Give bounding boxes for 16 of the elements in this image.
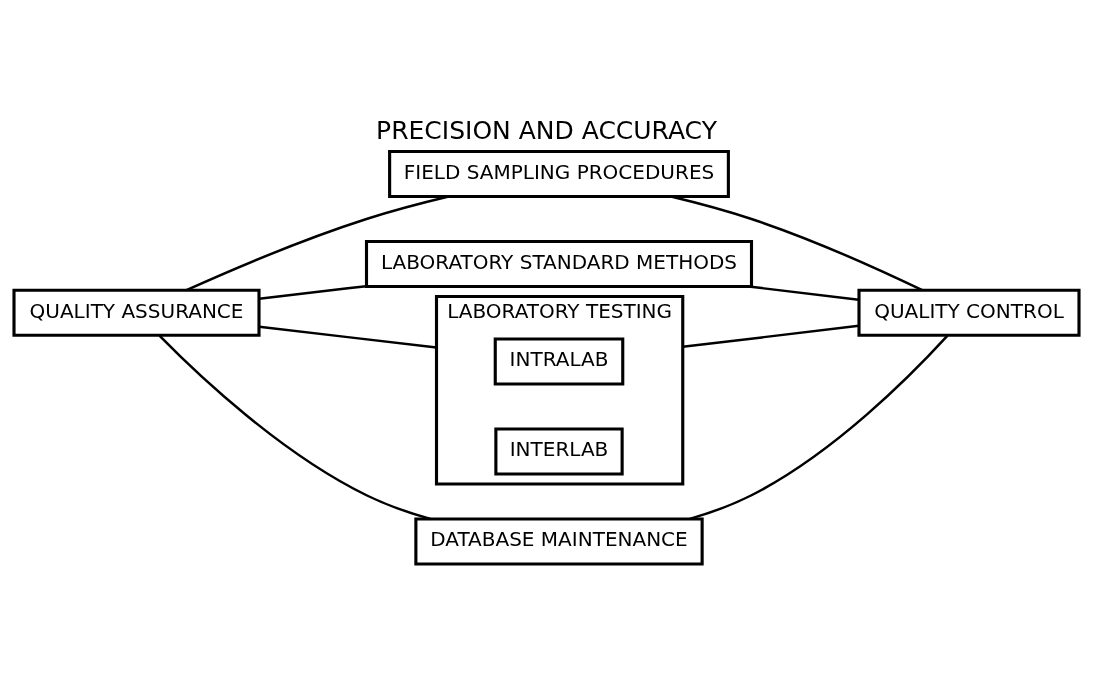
node-box: LABORATORY STANDARD METHODS	[364, 239, 754, 288]
node-box: DATABASE MAINTENANCE	[414, 516, 704, 566]
connector	[748, 284, 859, 301]
connector	[158, 334, 431, 520]
node-box: QUALITY CONTROL	[857, 288, 1081, 337]
connector	[259, 284, 367, 300]
connector	[682, 324, 859, 348]
node-box: FIELD SAMPLING PROCEDURES	[388, 149, 730, 198]
connector	[259, 325, 437, 349]
node-box: QUALITY ASSURANCE	[12, 288, 261, 337]
node-box: INTERLAB	[494, 426, 624, 476]
diagram-title: PRECISION AND ACCURACY	[376, 115, 717, 145]
connector	[185, 194, 449, 291]
node-box: INTRALAB	[493, 336, 625, 386]
connector	[670, 194, 923, 291]
connector	[689, 334, 949, 520]
